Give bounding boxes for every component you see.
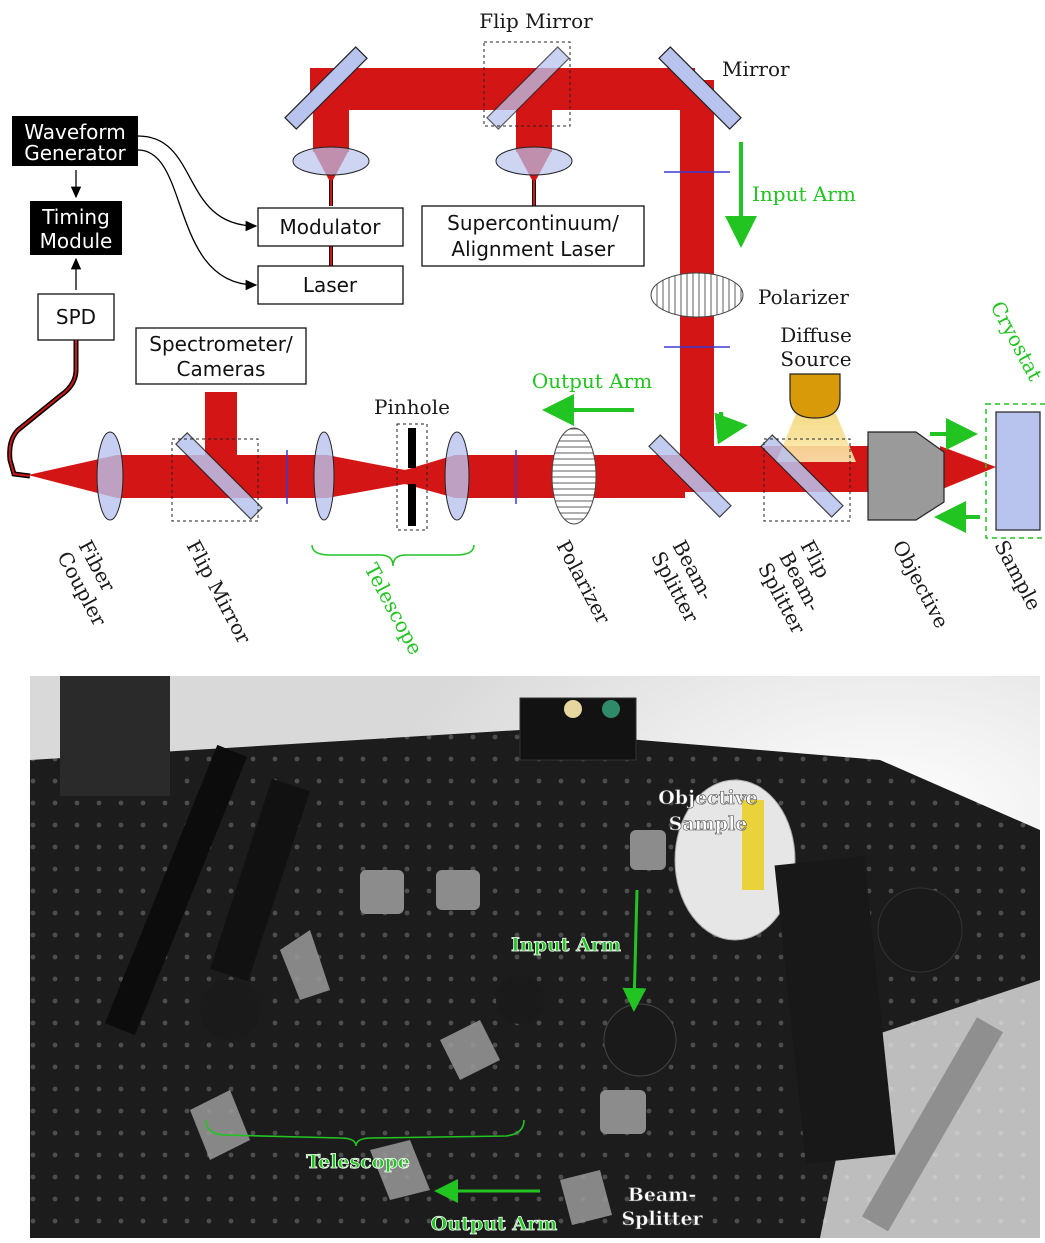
label-flip-beam-splitter: Flip Beam- Splitter xyxy=(753,536,853,638)
photo-label-objective: Objective xyxy=(658,787,758,809)
label-sample: Sample xyxy=(990,536,1045,614)
lens-telescope-1 xyxy=(314,432,334,520)
svg-text:Alignment Laser: Alignment Laser xyxy=(451,237,615,261)
laser-box: Laser xyxy=(258,266,403,304)
beam-objective-to-sample xyxy=(940,446,996,490)
label-objective: Objective xyxy=(888,536,954,632)
label-polarizer-output: Polarizer xyxy=(552,536,616,628)
svg-text:Module: Module xyxy=(40,229,113,253)
label-fiber-coupler: Fiber Coupler xyxy=(52,536,133,630)
svg-text:Cameras: Cameras xyxy=(177,357,266,381)
photo-label-telescope: Telescope xyxy=(306,1151,410,1173)
telescope-brace xyxy=(312,545,474,566)
beam-to-spectrometer xyxy=(205,392,237,462)
lens-telescope-2 xyxy=(445,432,469,520)
polarizer-output xyxy=(552,428,596,524)
spectrometer-box: Spectrometer/ Cameras xyxy=(136,328,306,384)
label-source: Source xyxy=(780,347,851,371)
modulator-box: Modulator xyxy=(258,208,403,246)
svg-text:Laser: Laser xyxy=(303,273,358,297)
photo-label-input-arm: Input Arm xyxy=(511,934,621,956)
svg-text:Modulator: Modulator xyxy=(280,215,382,239)
photo-label-output-arm: Output Arm xyxy=(431,1213,558,1235)
svg-text:Objective: Objective xyxy=(888,536,954,632)
lens-supercontinuum xyxy=(496,147,572,175)
label-output-arm: Output Arm xyxy=(532,369,652,393)
spd-box: SPD xyxy=(38,294,114,340)
svg-text:Spectrometer/: Spectrometer/ xyxy=(149,332,293,356)
polarizer-input xyxy=(651,273,743,317)
optical-layout-diagram: Waveform Generator Timing Module SPD Mod… xyxy=(10,9,1045,659)
photo-label-splitter: Splitter xyxy=(621,1208,703,1230)
supercontinuum-box: Supercontinuum/ Alignment Laser xyxy=(422,206,644,266)
label-telescope: Telescope xyxy=(360,559,428,659)
diffuse-source xyxy=(776,374,856,462)
sample xyxy=(996,412,1040,530)
svg-text:Timing: Timing xyxy=(41,205,110,229)
svg-text:Flip Mirror: Flip Mirror xyxy=(182,536,257,648)
label-diffuse: Diffuse xyxy=(780,323,852,347)
photo-dark-box xyxy=(60,676,170,796)
laser-beams xyxy=(28,68,996,498)
label-cryostat: Cryostat xyxy=(986,297,1045,385)
label-flip-mirror-top: Flip Mirror xyxy=(479,9,593,33)
svg-text:SPD: SPD xyxy=(56,305,96,329)
photo-label-beam: Beam- xyxy=(628,1184,696,1206)
objective xyxy=(868,432,944,520)
svg-text:Generator: Generator xyxy=(24,141,126,165)
svg-text:Supercontinuum/: Supercontinuum/ xyxy=(447,211,619,235)
label-polarizer-top: Polarizer xyxy=(758,285,849,309)
label-input-arm: Input Arm xyxy=(752,182,856,206)
label-beam-splitter: Beam- Splitter xyxy=(646,536,725,627)
fiber-cable xyxy=(10,340,76,476)
beam-telescope-focus-left xyxy=(327,455,405,498)
lens-modulator xyxy=(293,147,369,175)
label-pinhole: Pinhole xyxy=(374,395,450,419)
bottom-labels: Fiber Coupler Flip Mirror Telescope Pola… xyxy=(52,536,1045,659)
svg-text:Sample: Sample xyxy=(990,536,1045,614)
photo-label-sample: Sample xyxy=(669,813,748,835)
label-flip-mirror-output: Flip Mirror xyxy=(182,536,257,648)
lens-fiber-coupler xyxy=(97,432,123,520)
timing-module-box: Timing Module xyxy=(30,201,122,255)
svg-text:Telescope: Telescope xyxy=(360,559,428,659)
svg-text:Polarizer: Polarizer xyxy=(552,536,616,628)
waveform-generator-box: Waveform Generator xyxy=(12,116,138,166)
beam-down-to-modulator-lens xyxy=(313,100,349,152)
setup-photo: Objective Sample Input Arm Telescope Out… xyxy=(30,676,1040,1238)
label-mirror: Mirror xyxy=(722,57,790,81)
